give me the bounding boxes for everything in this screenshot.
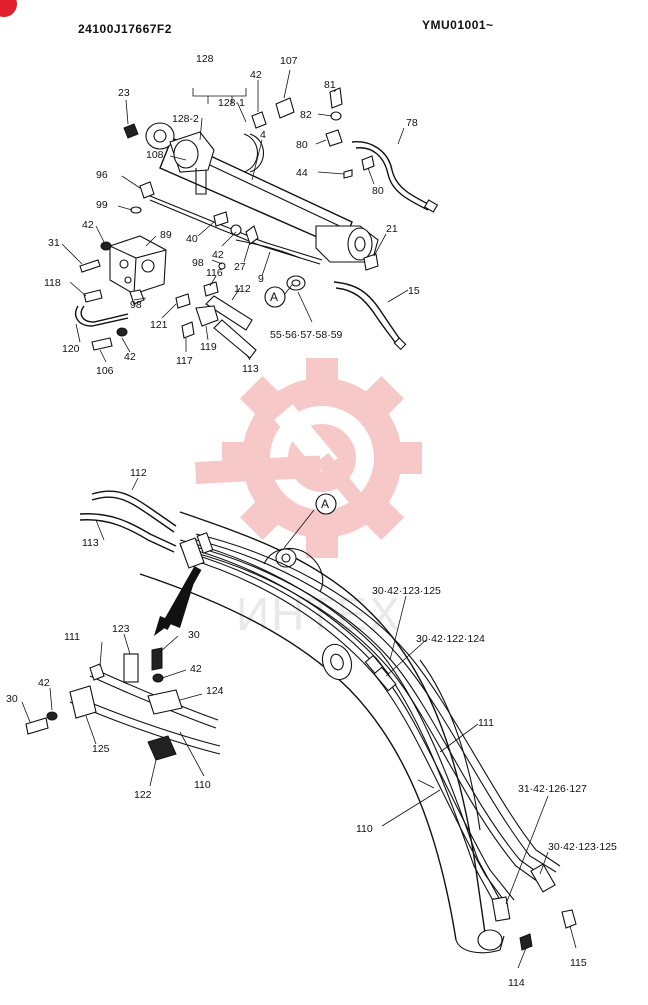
- callout-107: 107: [280, 55, 298, 67]
- callout-30-42-123-125: 30·42·123·125: [372, 585, 441, 597]
- fittings-top: [79, 87, 379, 351]
- boom-cylinder: [145, 122, 379, 263]
- callout-80-b: 80: [372, 185, 384, 197]
- callout-96: 96: [96, 169, 108, 181]
- clamp-detail: [25, 647, 221, 761]
- serial-range-header: YMU01001~: [422, 18, 494, 32]
- callout-42-detail: 42: [190, 663, 202, 675]
- callout-labels: 128 128-1 128-2 42 107 23 4 81 82 80 80 …: [6, 53, 617, 989]
- pipe-15: [333, 281, 403, 343]
- hose-113-lower: [79, 513, 177, 547]
- callout-42-c: 42: [212, 249, 224, 261]
- callout-55-59: 55·56·57·58·59: [270, 329, 343, 341]
- pipe-78: [351, 141, 433, 207]
- callout-42-b: 42: [82, 219, 94, 231]
- callout-80: 80: [296, 139, 308, 151]
- callout-15: 15: [408, 285, 420, 297]
- callout-123: 123: [112, 623, 130, 635]
- callout-128: 128: [196, 53, 214, 65]
- callout-30-42-123-125-b: 30·42·123·125: [548, 841, 617, 853]
- callout-106: 106: [96, 365, 114, 377]
- detail-marker-a-top-label: A: [270, 290, 278, 304]
- callout-89: 89: [160, 229, 172, 241]
- leader-lines-top: [61, 69, 409, 363]
- callout-42: 42: [250, 69, 262, 81]
- callout-108: 108: [146, 149, 164, 161]
- callout-82: 82: [300, 109, 312, 121]
- callout-128-2: 128-2: [172, 113, 199, 125]
- callout-4: 4: [260, 129, 266, 141]
- callout-98-b: 98: [130, 299, 142, 311]
- hose-112-upper: [205, 295, 253, 331]
- callout-121: 121: [150, 319, 168, 331]
- callout-31-42-126-127: 31·42·126·127: [518, 783, 587, 795]
- detail-marker-a-top: [264, 286, 286, 308]
- callout-117: 117: [176, 355, 193, 367]
- callout-78: 78: [406, 117, 418, 129]
- callout-111-detail: 111: [64, 631, 80, 643]
- callout-124: 124: [206, 685, 224, 697]
- part-number-header: 24100J17667F2: [78, 22, 172, 36]
- hose-112-lower: [91, 490, 177, 527]
- callout-110: 110: [356, 823, 373, 835]
- callout-112-top: 112: [234, 283, 251, 295]
- callout-98: 98: [192, 257, 204, 269]
- callout-128-1: 128-1: [218, 97, 245, 109]
- callout-30-42-122-124: 30·42·122·124: [416, 633, 485, 645]
- leader-lines-bottom: [21, 477, 577, 969]
- detail-marker-a-bottom-label: A: [321, 497, 329, 511]
- callout-118: 118: [44, 277, 61, 289]
- callout-115: 115: [570, 957, 587, 969]
- callout-113-top: 113: [242, 363, 259, 375]
- clamps-boom: [179, 532, 577, 951]
- valve-block-89: [109, 235, 167, 295]
- callout-99: 99: [96, 199, 108, 211]
- flange-119: [195, 305, 219, 327]
- callout-27: 27: [234, 261, 246, 273]
- callout-44: 44: [296, 167, 308, 179]
- callout-21: 21: [386, 223, 398, 235]
- callout-81: 81: [324, 79, 336, 91]
- callout-114: 114: [508, 977, 525, 989]
- callout-111: 111: [478, 717, 494, 729]
- boom-arm: [139, 511, 505, 954]
- callout-119: 119: [200, 341, 217, 353]
- callout-42-d: 42: [124, 351, 136, 363]
- pipe-120: [74, 305, 129, 327]
- callout-31: 31: [48, 237, 60, 249]
- callout-30-detail: 30: [188, 629, 200, 641]
- callout-23: 23: [118, 87, 130, 99]
- callout-42-detail-b: 42: [38, 677, 50, 689]
- callout-113-bottom: 113: [82, 537, 99, 549]
- gear-wrench-icon: [195, 358, 422, 558]
- callout-9: 9: [258, 273, 264, 285]
- callout-125: 125: [92, 743, 110, 755]
- callout-112-bottom: 112: [130, 467, 147, 479]
- callout-116: 116: [206, 267, 223, 279]
- detail-marker-a-bottom: [315, 493, 337, 515]
- corner-badge-icon: [0, 0, 17, 17]
- hose-113-upper: [213, 319, 257, 359]
- callout-30-detail-b: 30: [6, 693, 18, 705]
- callout-40: 40: [186, 233, 198, 245]
- callout-122: 122: [134, 789, 152, 801]
- callout-110-detail: 110: [194, 779, 211, 791]
- callout-120: 120: [62, 343, 80, 355]
